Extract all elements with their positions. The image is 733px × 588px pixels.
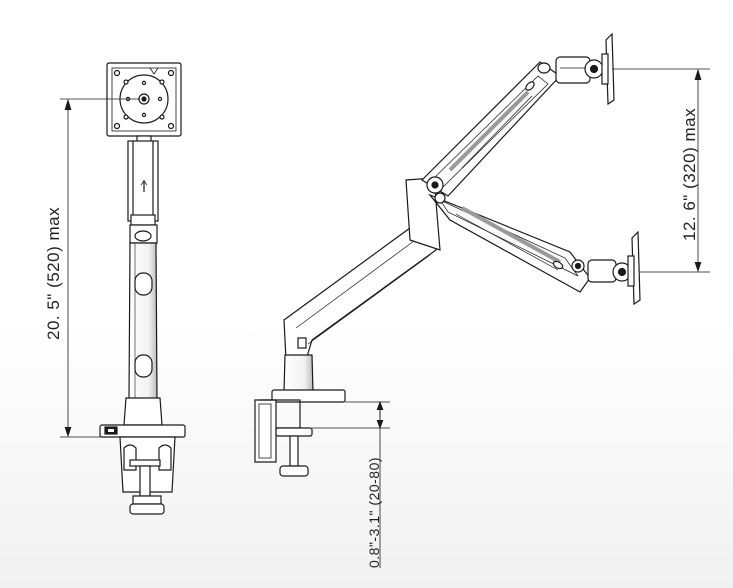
side-elbow-joint [426,176,446,204]
total-height-label: 20. 5" (520) max [44,206,63,340]
front-pole [123,242,163,426]
side-clamp [254,389,346,477]
side-view [254,32,710,568]
clamp-range-label: 0.8"-3.1" (20-80) [366,456,382,568]
side-lower-arm [428,193,632,293]
front-view [60,62,186,515]
arm-range-label: 12. 6" (320) max [680,107,699,241]
side-upper-arm [421,56,604,197]
side-clamp-dimension [312,400,390,568]
side-monitor-plates [601,32,641,306]
vesa-plate [106,62,182,137]
front-upper-arm [127,135,159,244]
front-height-dimension [60,98,140,438]
front-clamp [99,424,186,515]
side-arm-dimension [612,68,710,273]
side-base-arm [283,177,441,393]
